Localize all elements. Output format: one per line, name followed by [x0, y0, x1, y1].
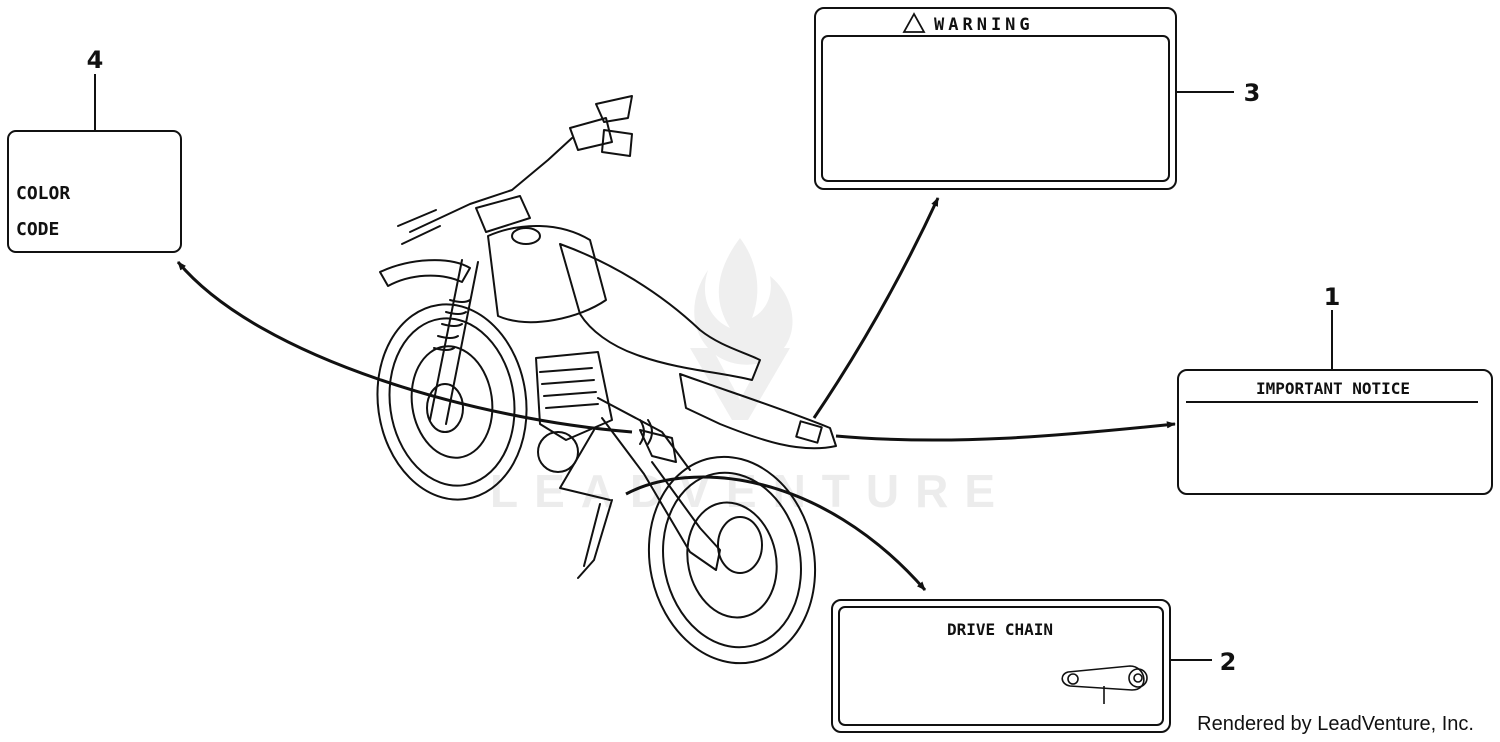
leader-arrow-2 [625, 475, 927, 591]
label-drive-chain: DRIVE CHAIN 2 [831, 599, 1237, 733]
leader-arrows [176, 197, 1176, 591]
notice-title: IMPORTANT NOTICE [1256, 379, 1410, 398]
callout-number: 1 [1324, 283, 1341, 311]
warning-triangle-icon [902, 12, 926, 33]
motorcycle-illustration [376, 95, 837, 665]
callout-number: 2 [1220, 648, 1237, 676]
label-color-code: COLOR CODE 4 [7, 46, 182, 253]
leader-arrow-1 [835, 421, 1176, 442]
label-important-notice: IMPORTANT NOTICE 1 [1177, 283, 1493, 495]
chain-sprocket-icon [1061, 665, 1148, 704]
render-credit: Rendered by LeadVenture, Inc. [1197, 713, 1474, 735]
drive-chain-title: DRIVE CHAIN [947, 620, 1053, 639]
flame-logo-icon [690, 238, 793, 420]
warning-title: WARNING [934, 15, 1034, 35]
leader-arrow-4 [176, 261, 633, 434]
callout-number: 3 [1244, 79, 1261, 107]
label-line: CODE [16, 219, 59, 240]
callout-number: 4 [87, 46, 104, 74]
leader-arrow-3 [812, 197, 940, 419]
label-warning: WARNING 3 [814, 7, 1261, 190]
label-line: COLOR [16, 183, 70, 204]
